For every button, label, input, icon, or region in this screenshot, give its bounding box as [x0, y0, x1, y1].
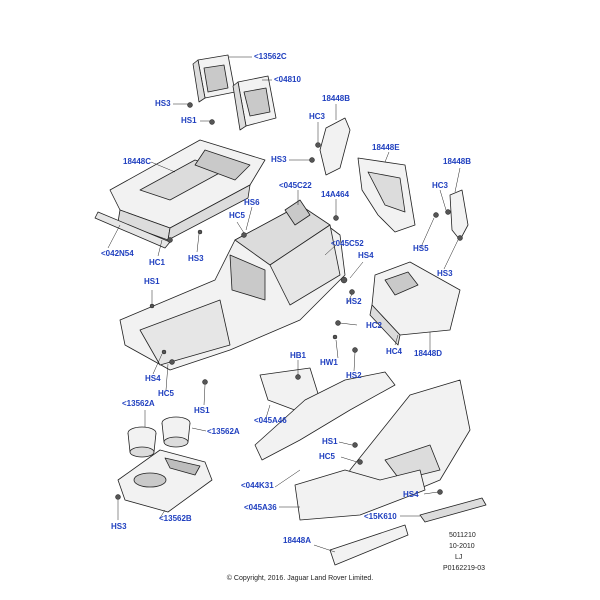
copyright-notice: © Copyright, 2016. Jaguar Land Rover Lim… — [226, 575, 374, 582]
callout-hc3-mid: HC3 — [309, 112, 326, 121]
callout-hs5-right: HS5 — [413, 244, 429, 253]
callout-hb1: HB1 — [290, 351, 307, 360]
callout-hc1: HC1 — [149, 258, 166, 267]
rear-trim-panel-part — [357, 157, 416, 233]
cup-holder-insert-left — [127, 426, 157, 458]
callout-045A46: <045A46 — [254, 416, 287, 425]
reference-initials: LJ — [455, 554, 463, 561]
callout-hc5-left: HC5 — [158, 389, 175, 398]
callout-hs3-left: HS3 — [188, 254, 204, 263]
leader-lines — [107, 56, 461, 553]
callout-hw1: HW1 — [320, 358, 338, 367]
callout-042N54: <042N54 — [101, 249, 134, 258]
cup-holder-insert-right — [161, 416, 191, 448]
reference-number: 5011210 — [449, 532, 476, 539]
callout-18448B-right: 18448B — [443, 157, 472, 166]
callout-18448C: 18448C — [123, 157, 152, 166]
callout-13562C: <13562C — [254, 52, 287, 61]
upper-console-trim-part — [109, 139, 266, 241]
finisher-strip-part — [329, 524, 409, 566]
cup-holder-mechanism-part — [232, 75, 277, 131]
side-trim-panel-part — [319, 117, 351, 176]
callout-hc5-lower: HC5 — [319, 452, 336, 461]
console-finisher-strip — [94, 211, 171, 249]
callout-13562A-right: <13562A — [207, 427, 240, 436]
lower-trim-panel-part — [294, 469, 426, 521]
fasteners — [115, 102, 463, 500]
callout-18448B-mid: 18448B — [322, 94, 351, 103]
callout-hs2-lower: HS2 — [346, 371, 362, 380]
storage-bin-part — [369, 261, 461, 346]
callout-hc5-upper: HC5 — [229, 211, 246, 220]
callout-045A36: <045A36 — [244, 503, 277, 512]
callout-hc2: HC2 — [366, 321, 383, 330]
vent-grille-part — [419, 497, 487, 523]
callout-hs1-top: HS1 — [181, 116, 197, 125]
callout-14A464: 14A464 — [321, 190, 350, 199]
callout-hs4-mid: HS4 — [358, 251, 374, 260]
callout-13562B: <13562B — [159, 514, 192, 523]
callout-hs2-upper: HS2 — [346, 297, 362, 306]
reference-date: 10-2010 — [449, 543, 475, 550]
callout-hs6: HS6 — [244, 198, 260, 207]
callout-044K31: <044K31 — [241, 481, 274, 490]
callout-hs3-bottom: HS3 — [111, 522, 127, 531]
callout-13562A-left: <13562A — [122, 399, 155, 408]
illustration-id: P0162219-03 — [443, 565, 486, 572]
callout-18448D: 18448D — [414, 349, 443, 358]
callout-hs1-bottom: HS1 — [194, 406, 210, 415]
callout-18448E: 18448E — [372, 143, 400, 152]
callout-18448A: 18448A — [283, 536, 312, 545]
cup-holder-insert-part — [192, 54, 236, 103]
callout-hc3-right: HC3 — [432, 181, 449, 190]
callout-hs3-top: HS3 — [155, 99, 171, 108]
callout-hc4: HC4 — [386, 347, 403, 356]
callout-045C52: <045C52 — [331, 239, 364, 248]
callout-hs4-left: HS4 — [145, 374, 161, 383]
callout-15K610: <15K610 — [364, 512, 397, 521]
callout-hs1-left: HS1 — [144, 277, 160, 286]
side-trim-panel-right-part — [449, 189, 469, 241]
cup-holder-tray-part — [117, 449, 213, 513]
lower-side-panel-part — [254, 371, 396, 461]
callout-04810: <04810 — [274, 75, 301, 84]
console-main-frame — [119, 199, 346, 371]
callout-hs3-mid: HS3 — [271, 155, 287, 164]
callout-hs1-lower: HS1 — [322, 437, 338, 446]
callout-hs3-right: HS3 — [437, 269, 453, 278]
callout-045C22: <045C22 — [279, 181, 312, 190]
callout-hs4-bottom: HS4 — [403, 490, 419, 499]
